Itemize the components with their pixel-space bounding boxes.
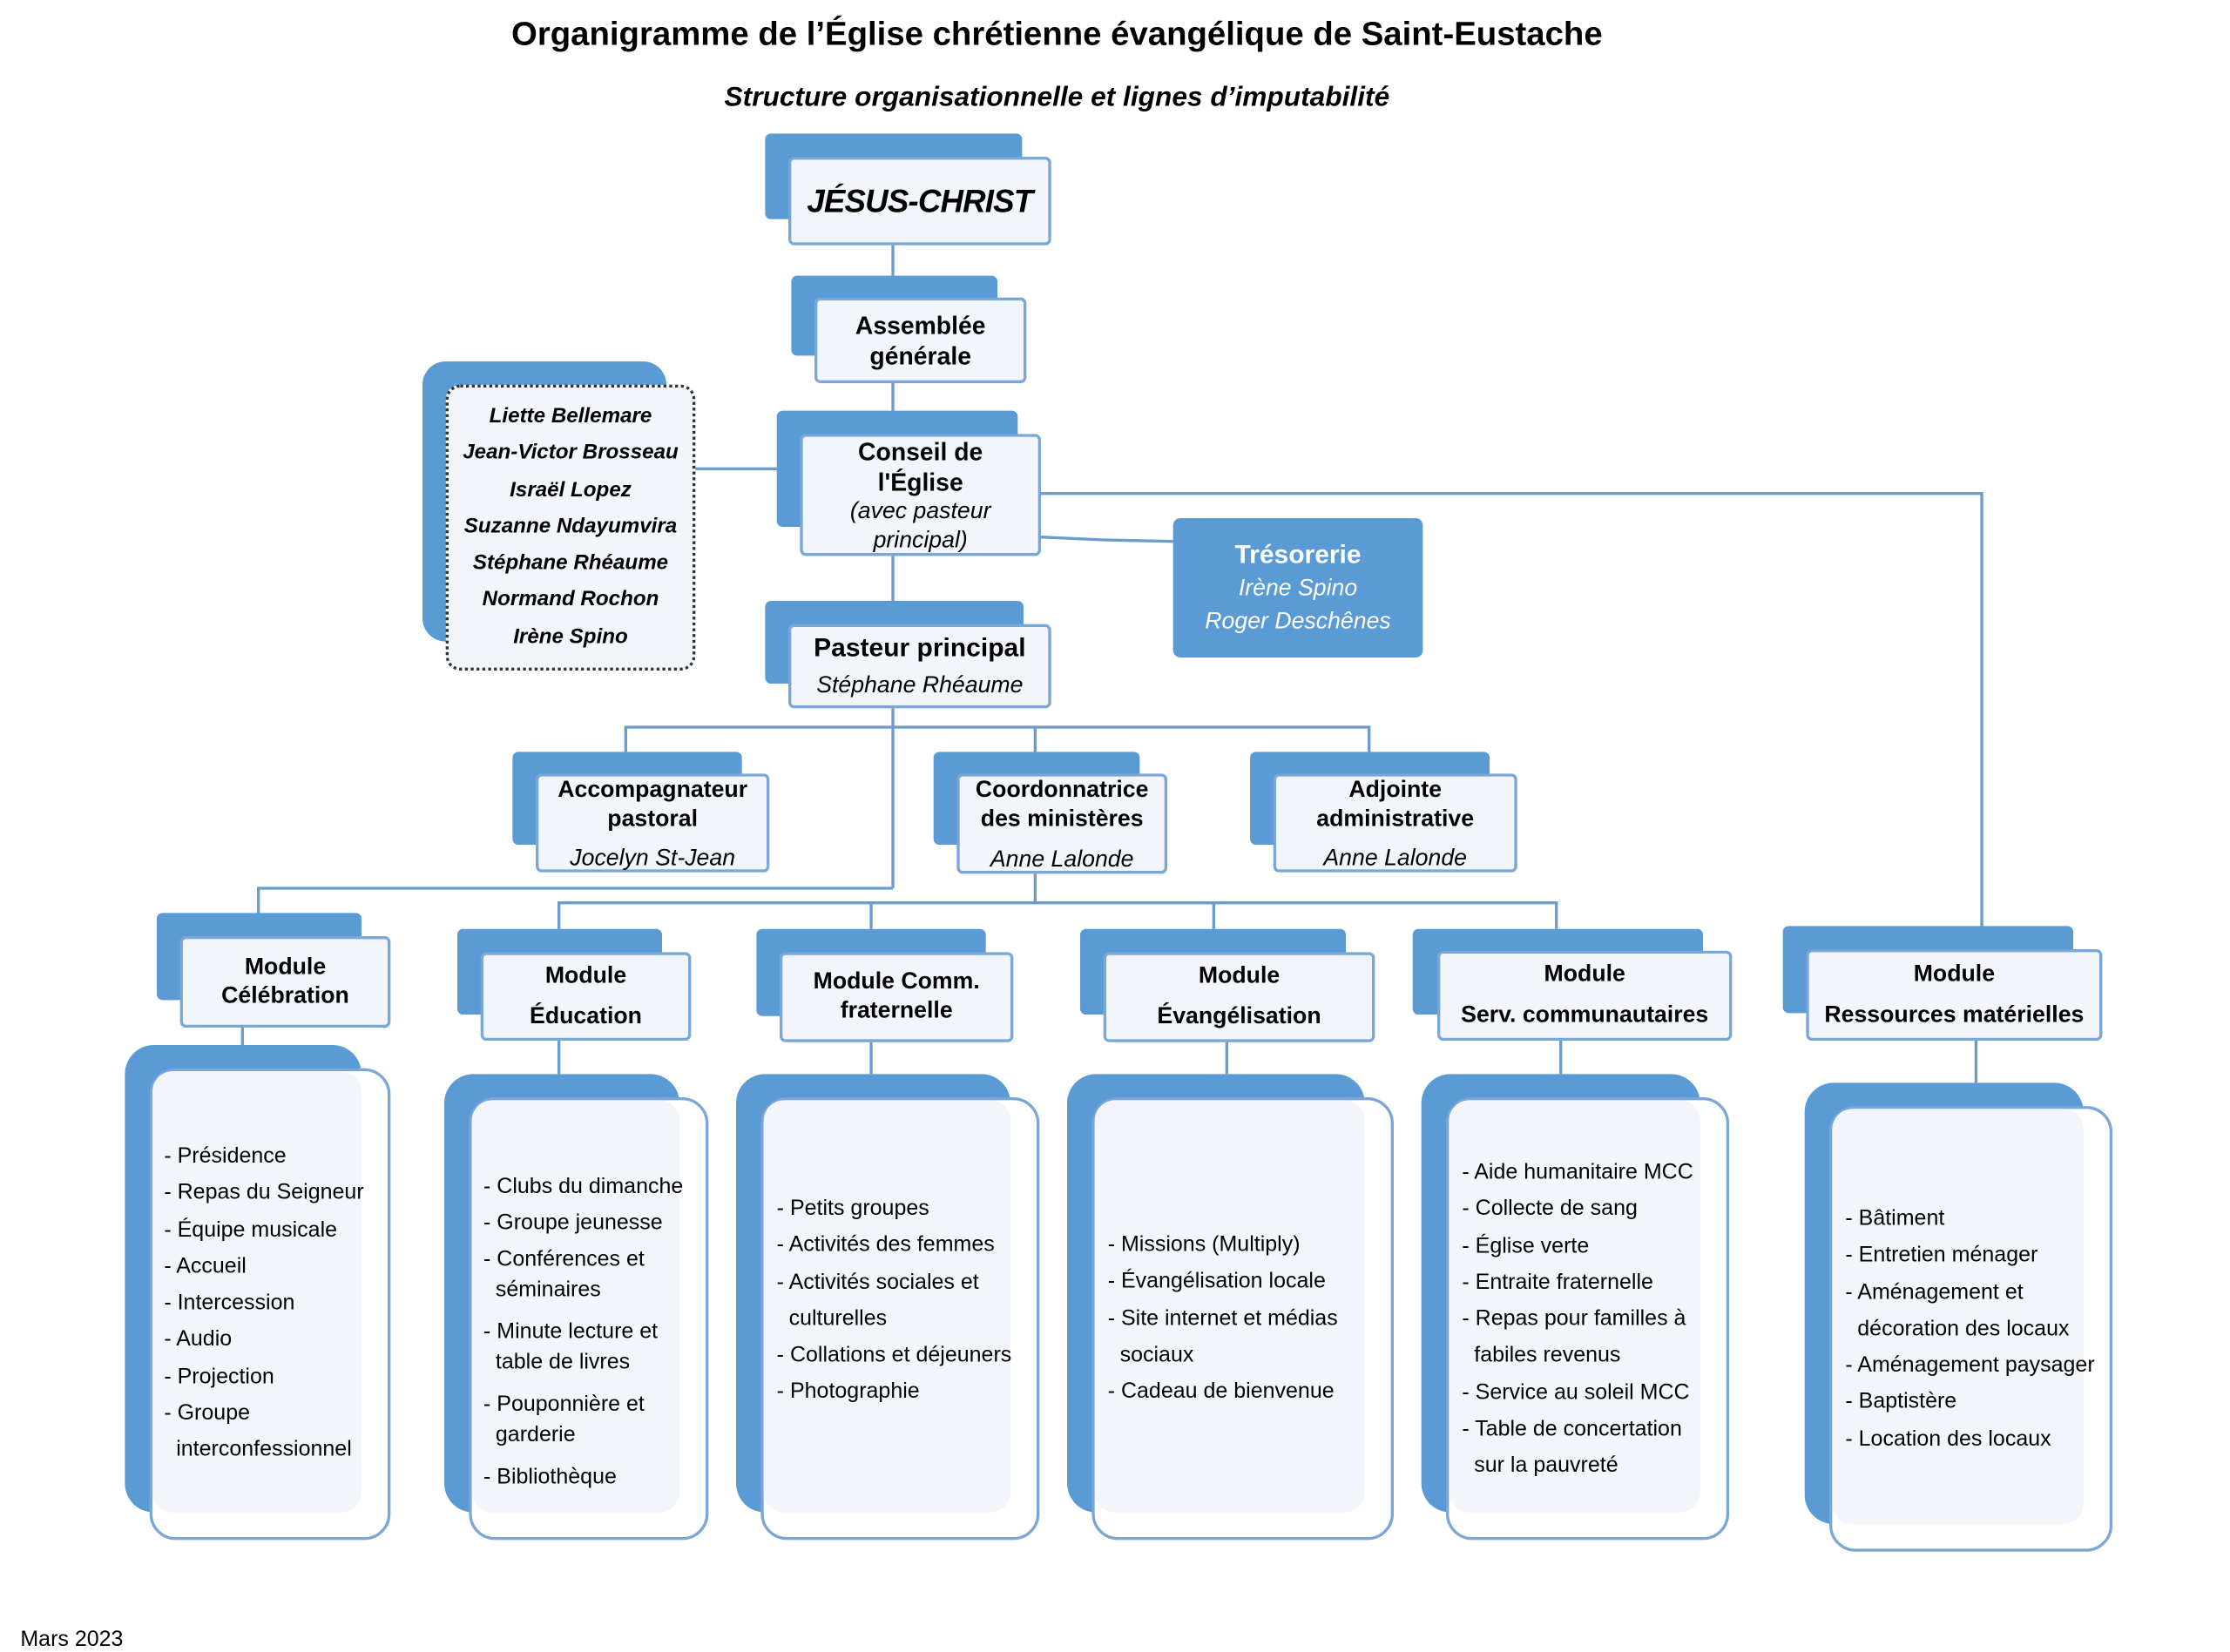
list-item: - Entraite fraternelle <box>1462 1270 1653 1295</box>
conseil-line1: Conseil de <box>858 438 983 467</box>
list-item: culturelles <box>776 1305 888 1332</box>
list-item: - Minute lecture et <box>483 1319 659 1345</box>
list-item: séminaires <box>483 1277 601 1303</box>
module-line2: Éducation <box>530 1003 642 1028</box>
accompagnateur-line1: Accompagnateur <box>558 778 748 803</box>
list-item: - Location des locaux <box>1845 1426 2051 1452</box>
module-line1: Module <box>1913 961 1996 987</box>
module-line2: Serv. communautaires <box>1461 1002 1709 1028</box>
conseil-line2: l'Église <box>877 469 963 497</box>
list-item: - Aménagement paysager <box>1845 1352 2095 1379</box>
list-item: sur la pauvreté <box>1462 1453 1618 1479</box>
conseil-member: Israël Lopez <box>510 478 632 502</box>
list-item: - Missions (Multiply) <box>1107 1232 1301 1258</box>
list-item: - Petits groupes <box>776 1196 929 1221</box>
list-item: sociaux <box>1107 1342 1194 1367</box>
footer-date: Mars 2023 <box>20 1627 124 1652</box>
pasteur-title: Pasteur principal <box>814 632 1026 663</box>
accompagnateur-line2: pastoral <box>607 806 699 833</box>
module-line1: Module <box>244 954 327 980</box>
adjointe-name: Anne Lalonde <box>1323 846 1467 872</box>
list-item: - Église verte <box>1462 1233 1590 1258</box>
tresorerie-name: Roger Deschênes <box>1205 610 1391 635</box>
adjointe-line2: administrative <box>1316 806 1475 833</box>
module-line2: fraternelle <box>840 998 953 1024</box>
pasteur-name: Stéphane Rhéaume <box>816 673 1024 698</box>
list-item: - Équipe musicale <box>164 1217 338 1243</box>
tresorerie-name: Irène Spino <box>1238 576 1358 602</box>
list-item: - Évangélisation locale <box>1107 1269 1326 1294</box>
list-item: - Audio <box>164 1327 233 1352</box>
list-item: - Baptistère <box>1845 1389 1957 1415</box>
list-item: fabiles revenus <box>1462 1343 1621 1368</box>
list-item: - Bibliothèque <box>483 1464 617 1490</box>
module-line2: Évangélisation <box>1157 1004 1321 1029</box>
node-tresorerie: Trésorerie Irène Spino Roger Deschênes <box>1172 518 1423 658</box>
conseil-member: Normand Rochon <box>482 588 659 612</box>
list-item: garderie <box>483 1422 576 1447</box>
chart-subtitle: Structure organisationnelle et lignes d’… <box>724 83 1390 114</box>
list-item: - Cadeau de bienvenue <box>1107 1379 1335 1405</box>
list-item: table de livres <box>483 1350 631 1375</box>
list-item: interconfessionnel <box>164 1437 352 1462</box>
conseil-member: Stéphane Rhéaume <box>472 551 669 576</box>
coordonnatrice-name: Anne Lalonde <box>990 847 1134 873</box>
list-item: - Repas du Seigneur <box>164 1180 364 1205</box>
conseil-member: Suzanne Ndayumvira <box>463 515 678 539</box>
assemblee-line2: générale <box>869 341 971 370</box>
list-item: - Repas pour familles à <box>1462 1306 1686 1332</box>
list-item: - Conférences et <box>483 1246 645 1272</box>
assemblee-line1: Assemblée <box>855 311 986 340</box>
list-item: - Présidence <box>164 1143 287 1169</box>
conseil-line3: (avec pasteur <box>849 499 991 524</box>
chart-title: Organigramme de l’Église chrétienne évan… <box>511 14 1603 53</box>
list-item: - Collations et déjeuners <box>776 1343 1012 1368</box>
module-line1: Module <box>544 962 627 988</box>
list-item: - Groupe jeunesse <box>483 1210 663 1236</box>
module-line1: Module <box>1198 963 1281 989</box>
list-item: - Projection <box>164 1364 274 1389</box>
node-jesus-christ-label: JÉSUS-CHRIST <box>807 182 1033 219</box>
list-item: décoration des locaux <box>1845 1316 2070 1341</box>
module-line1: Module <box>1544 962 1625 988</box>
list-item: - Entretien ménager <box>1845 1243 2038 1268</box>
coordonnatrice-line2: des ministères <box>980 806 1144 833</box>
list-item: - Aide humanitaire MCC <box>1462 1159 1693 1185</box>
coordonnatrice-line1: Coordonnatrice <box>975 778 1149 803</box>
module-line2: Ressources matérielles <box>1824 1001 2085 1028</box>
tresorerie-title: Trésorerie <box>1234 540 1362 570</box>
conseil-member: Irène Spino <box>513 624 628 649</box>
list-item: - Bâtiment <box>1845 1206 1945 1231</box>
list-item: - Accueil <box>164 1253 247 1279</box>
list-item: - Activités des femmes <box>776 1232 995 1258</box>
list-item: - Groupe <box>164 1400 251 1426</box>
adjointe-line1: Adjointe <box>1348 778 1443 803</box>
list-item: - Clubs du dimanche <box>483 1174 684 1199</box>
conseil-line4: principal) <box>873 528 968 554</box>
list-item: - Aménagement et <box>1845 1279 2024 1305</box>
accompagnateur-name: Jocelyn St-Jean <box>570 846 736 872</box>
list-item: - Intercession <box>164 1291 295 1316</box>
conseil-member: Jean-Victor Brosseau <box>463 442 679 465</box>
list-item: - Site internet et médias <box>1107 1305 1338 1331</box>
list-item: - Photographie <box>776 1379 920 1405</box>
list-item: - Pouponnière et <box>483 1392 645 1417</box>
list-item: - Service au soleil MCC <box>1462 1379 1690 1406</box>
list-item: - Collecte de sang <box>1462 1196 1638 1222</box>
list-item: - Table de concertation <box>1462 1416 1682 1442</box>
conseil-member: Liette Bellemare <box>489 404 652 428</box>
module-line1: Module Comm. <box>813 969 980 995</box>
list-item: - Activités sociales et <box>776 1269 979 1295</box>
module-line2: Célébration <box>221 983 349 1008</box>
